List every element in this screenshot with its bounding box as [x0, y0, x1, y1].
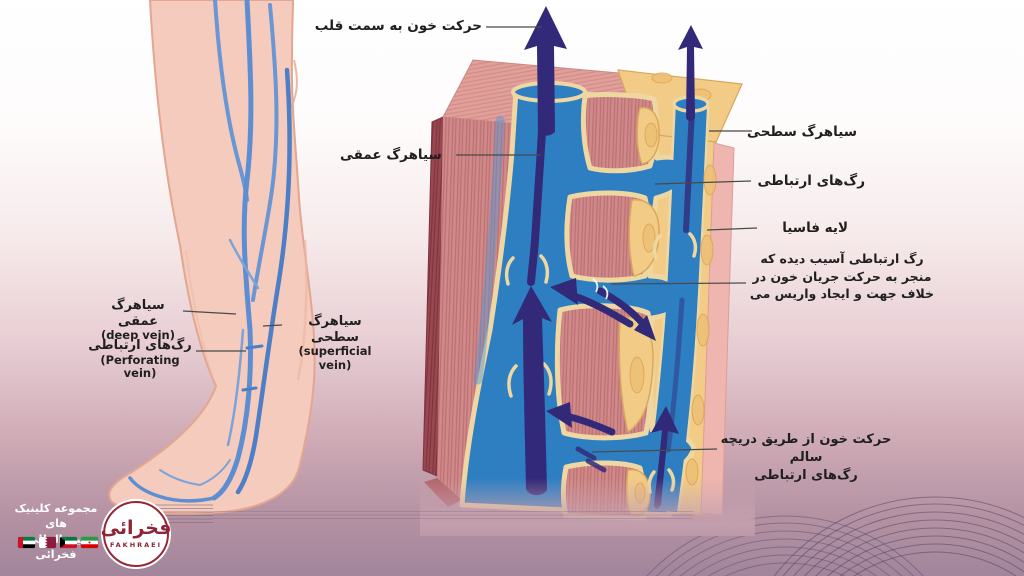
- label-blood-to-heart: حرکت خون به سمت قلب: [314, 18, 482, 34]
- qatar-flag-icon: [39, 537, 56, 548]
- label-leg-deep-vein: سیاهرگ عمقی (deep vein): [92, 298, 184, 343]
- fakhraei-logo: فخرائی FAKHRAEI: [100, 501, 172, 567]
- country-flags: [16, 537, 100, 548]
- arrow-deep-vein-up: [512, 286, 552, 496]
- damaged-note-line2: منجر به حرکت جریان خون در: [752, 268, 932, 284]
- clinic-name: مجموعه کلینیک های بین المللی فخرائی: [12, 501, 100, 563]
- concentric-arcs-decoration: [646, 496, 1024, 576]
- clinic-name-line1: مجموعه کلینیک های: [14, 502, 98, 531]
- healthy-note-line1: حرکت خون از طریق دریچه سالم: [720, 432, 892, 466]
- healthy-note-line2: رگ‌های ارتباطی: [754, 468, 858, 484]
- leg-perforating-en: (Perforating vein): [100, 352, 180, 381]
- logo-calligraphy: فخرائی: [100, 517, 172, 539]
- uae-flag-icon: [18, 537, 35, 548]
- leg-illustration: [108, 0, 316, 515]
- leg-superficial-en: (superficial vein): [298, 344, 372, 372]
- label-deep-vein-block: سیاهرگ عمقی: [340, 147, 442, 163]
- kuwait-flag-icon: [60, 537, 77, 548]
- blood-flow-arrows: [512, 6, 703, 509]
- label-leg-perforating-vein: رگ‌های ارتباطی (Perforating vein): [86, 338, 194, 381]
- label-connecting-veins: رگ‌های ارتباطی: [757, 173, 865, 189]
- damaged-note-line3: خلاف جهت و ایجاد واریس می: [749, 286, 935, 301]
- label-healthy-valve-note: حرکت خون از طریق دریچه سالم رگ‌های ارتبا…: [718, 431, 894, 486]
- leg-superficial-fa: سیاهرگ سطحی: [308, 314, 362, 345]
- label-superficial-vein: سیاهرگ سطحی: [747, 124, 857, 140]
- superficial-vein-fill: [644, 102, 707, 512]
- leg-perforating-fa: رگ‌های ارتباطی: [88, 338, 192, 353]
- label-fascia-layer: لایه فاسیا: [782, 220, 848, 236]
- leader-lines: [182, 26, 758, 453]
- leg-deep-vein-en: (deep vein): [100, 328, 175, 343]
- leg-deep-vein-fa: سیاهرگ عمقی: [111, 298, 165, 329]
- leg-veins: [128, 0, 292, 503]
- tissue-block: [420, 6, 755, 536]
- damaged-note-line1: رگ ارتباطی آسیب دیده که: [760, 251, 924, 266]
- label-damaged-perforator-note: رگ ارتباطی آسیب دیده که منجر به حرکت جری…: [748, 250, 936, 303]
- arrow-to-heart-superficial: [678, 25, 703, 121]
- horizontal-lines-decoration: [149, 504, 693, 523]
- block-bottom-fade: [420, 478, 755, 536]
- label-leg-superficial-vein: سیاهرگ سطحی (superficial vein): [283, 314, 387, 373]
- iran-flag-icon: [81, 537, 98, 548]
- logo-latin-text: FAKHRAEI: [109, 541, 163, 549]
